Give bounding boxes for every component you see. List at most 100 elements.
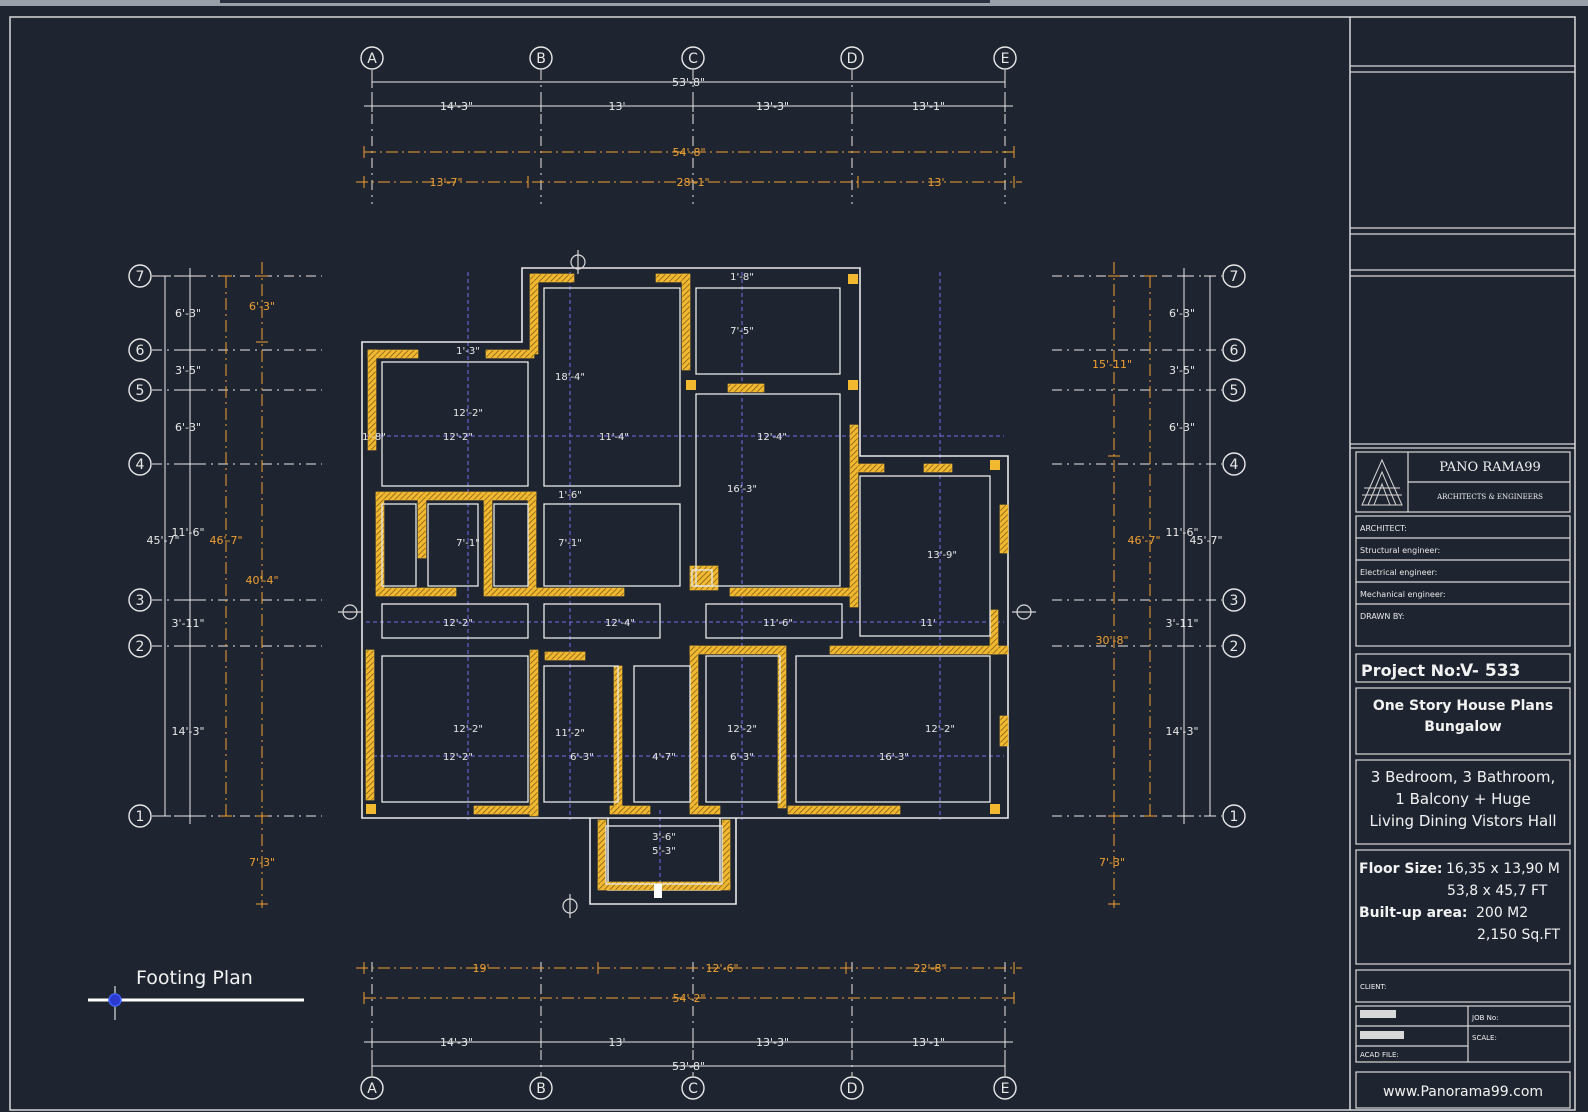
grid-bubble-label: A [367, 1081, 377, 1097]
logo-icon [1361, 458, 1403, 506]
dim-label: 13' [927, 176, 944, 189]
title-block-field-label: Mechanical engineer: [1360, 590, 1446, 599]
room-dim-label: 1'-8" [730, 272, 754, 283]
dim-label: 14'-3" [171, 725, 204, 738]
floor-size-metric: 16,35 x 13,90 M [1446, 861, 1560, 877]
drawing-title-marker [88, 986, 304, 1020]
room-dim-label: 11'-2" [555, 728, 585, 739]
grid-bubble-3 [1222, 588, 1246, 612]
title-block-fields: ARCHITECT:Structural engineer:Electrical… [1360, 524, 1446, 621]
grid-bubble-label: A [367, 51, 377, 67]
builtup-ft: 2,150 Sq.FT [1477, 927, 1561, 943]
grid-bubble-4 [128, 452, 152, 476]
grid-bubble-label: 3 [136, 593, 145, 609]
dim-label: 3'-5" [175, 364, 201, 377]
dim-label: 13'-1" [912, 1036, 945, 1049]
grid-bubble-3 [128, 588, 152, 612]
dim-label: 28'-1" [676, 176, 709, 189]
title-block-frame [1350, 65, 1575, 1109]
grid-bubble-D [840, 46, 864, 70]
grid-bubble-label: B [536, 51, 546, 67]
dim-label: 6'-3" [249, 300, 275, 313]
grid-bubble-label: E [1001, 51, 1010, 67]
grid-bubble-label: E [1001, 1081, 1010, 1097]
room-dim-label: 5'-3" [652, 846, 676, 857]
dim-label: 11'-6" [1165, 526, 1198, 539]
dim-label: 30'-8" [1095, 634, 1128, 647]
grid-bubble-label: D [847, 51, 858, 67]
dim-label: 13'-1" [912, 100, 945, 113]
title-block-field-label: DRAWN BY: [1360, 612, 1404, 621]
room-dim-label: 12'-4" [757, 432, 787, 443]
dim-label: 46'-7" [1127, 534, 1160, 547]
grid-bubble-label: 7 [1230, 269, 1239, 285]
description-line-1: 3 Bedroom, 3 Bathroom, [1371, 768, 1555, 786]
grid-bubble-label: B [536, 1081, 546, 1097]
grid-bubble-4 [1222, 452, 1246, 476]
room-dim-label: 12'-2" [453, 724, 483, 735]
room-dim-label: 7'-5" [730, 326, 754, 337]
dim-label: 3'-11" [171, 617, 204, 630]
dim-label: 45'-7" [146, 534, 179, 547]
grid-bubble-label: C [688, 1081, 698, 1097]
builtup-m2: 200 M2 [1476, 905, 1528, 921]
sheet-frame [9, 16, 1576, 1111]
dimension-labels: 53'-8"14'-3"13'13'-3"13'-1"54'-8"13'-7"2… [146, 76, 1222, 1073]
grid-bubble-5 [128, 378, 152, 402]
dim-label: 13' [608, 100, 625, 113]
grid-axis-lines [152, 70, 1222, 1076]
dim-label: 6'-3" [175, 307, 201, 320]
room-dim-label: 4'-7" [652, 752, 676, 763]
dim-label: 45'-7" [1189, 534, 1222, 547]
room-dim-label: 11'-6" [763, 618, 793, 629]
column-pads [366, 274, 1000, 814]
title-block-field-label: ARCHITECT: [1360, 524, 1407, 533]
grid-bubble-label: 6 [1230, 343, 1239, 359]
room-dim-label: 12'-2" [443, 752, 473, 763]
plan-title-line-1: One Story House Plans [1373, 698, 1553, 714]
grid-bubble-label: 1 [1230, 809, 1239, 825]
dimension-lines [159, 76, 1216, 1072]
grid-bubble-label: 2 [136, 639, 145, 655]
dim-label: 19' [472, 962, 489, 975]
website-link[interactable]: www.Panorama99.com [1383, 1084, 1543, 1100]
room-dim-label: 3'-6" [652, 832, 676, 843]
grid-bubble-7 [128, 264, 152, 288]
dim-label: 22'-8" [913, 962, 946, 975]
room-dim-label: 12'-2" [443, 432, 473, 443]
room-dim-label: 7'-1" [456, 538, 480, 549]
room-dim-label: 13'-9" [927, 550, 957, 561]
grid-bubble-label: 1 [136, 809, 145, 825]
scale-label: SCALE: [1472, 1034, 1497, 1042]
grid-bubble-2 [1222, 634, 1246, 658]
grid-bubble-label: 6 [136, 343, 145, 359]
room-dim-label: 1'-3" [456, 346, 480, 357]
description-line-2: 1 Balcony + Huge [1395, 790, 1530, 808]
dim-label: 7'-3" [249, 856, 275, 869]
company-tagline: ARCHITECTS & ENGINEERS [1436, 493, 1543, 501]
job-label: JOB No: [1471, 1014, 1498, 1022]
room-dim-label: 16'-3" [879, 752, 909, 763]
dim-label: 6'-3" [1169, 421, 1195, 434]
dim-label: 6'-3" [1169, 307, 1195, 320]
grid-bubble-A [360, 1076, 384, 1100]
dim-label: 12'-6" [705, 962, 738, 975]
room-dim-label: 16'-3" [727, 484, 757, 495]
room-dim-label: 7'-1" [558, 538, 582, 549]
builtup-label: Built-up area: [1359, 905, 1468, 921]
dim-label: 13' [608, 1036, 625, 1049]
room-dim-label: 18'-4" [555, 372, 585, 383]
grid-bubble-5 [1222, 378, 1246, 402]
grid-bubble-C [681, 46, 705, 70]
grid-bubble-label: D [847, 1081, 858, 1097]
dim-label: 46'-7" [209, 534, 242, 547]
dim-label: 13'-3" [756, 1036, 789, 1049]
grid-bubble-label: 2 [1230, 639, 1239, 655]
grid-bubble-C [681, 1076, 705, 1100]
description-line-3: Living Dining Vistors Hall [1369, 812, 1556, 830]
grid-bubble-1 [128, 804, 152, 828]
room-dim-label: 12'-2" [453, 408, 483, 419]
dim-label: 54'-8" [672, 146, 705, 159]
